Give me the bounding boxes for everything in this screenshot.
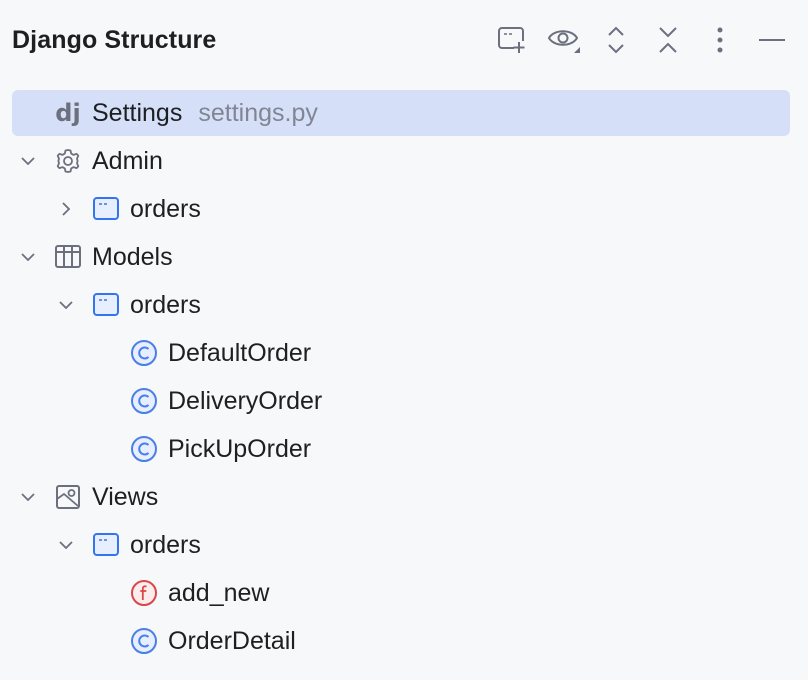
chevron-down-icon[interactable]: [56, 535, 76, 555]
tree-item-filename: settings.py: [198, 98, 318, 127]
new-window-button[interactable]: [494, 22, 530, 58]
tree-item-label: orders: [130, 530, 201, 559]
collapse-all-icon: [659, 27, 677, 53]
class-icon: [130, 435, 158, 463]
tree-item-label: OrderDetail: [168, 626, 296, 655]
django-icon: dj: [55, 99, 81, 127]
tree-item-label: orders: [130, 290, 201, 319]
view-options-button[interactable]: [546, 22, 582, 58]
tree-item-class[interactable]: DefaultOrder: [12, 330, 790, 376]
new-window-icon: [498, 27, 526, 53]
minimize-icon: [759, 39, 785, 41]
tool-window-title: Django Structure: [12, 26, 217, 54]
tree-item-models[interactable]: Models: [12, 234, 790, 280]
module-icon: [92, 195, 120, 223]
tree-item-views[interactable]: Views: [12, 474, 790, 520]
tool-window-header: Django Structure: [0, 0, 808, 84]
view-options-icon: [547, 30, 580, 53]
image-icon: [54, 483, 82, 511]
chevron-right-icon[interactable]: [56, 199, 76, 219]
module-icon: [92, 531, 120, 559]
collapse-all-button[interactable]: [650, 22, 686, 58]
class-icon: [130, 387, 158, 415]
chevron-down-icon[interactable]: [18, 247, 38, 267]
tree-item-views-orders[interactable]: orders: [12, 522, 790, 568]
function-icon: [130, 579, 158, 607]
tree-item-models-orders[interactable]: orders: [12, 282, 790, 328]
class-icon: [130, 339, 158, 367]
tree-item-settings[interactable]: dj Settings settings.py: [12, 90, 790, 136]
tree-item-label: DeliveryOrder: [168, 386, 323, 415]
module-icon: [92, 291, 120, 319]
more-options-icon: [717, 27, 723, 53]
tree-item-label: PickUpOrder: [168, 434, 312, 463]
tree-item-label: Models: [92, 242, 173, 271]
chevron-down-icon[interactable]: [56, 295, 76, 315]
tree-item-class[interactable]: PickUpOrder: [12, 426, 790, 472]
table-icon: [54, 243, 82, 271]
gear-icon: [54, 147, 82, 175]
expand-all-button[interactable]: [598, 22, 634, 58]
chevron-down-icon[interactable]: [18, 487, 38, 507]
tree-item-class[interactable]: OrderDetail: [12, 618, 790, 664]
chevron-down-icon[interactable]: [18, 151, 38, 171]
minimize-button[interactable]: [754, 22, 790, 58]
tree-item-label: Views: [92, 482, 159, 511]
tree-item-label: Settings: [92, 98, 183, 127]
tree-item-label: Admin: [92, 146, 163, 175]
tree-item-label: DefaultOrder: [168, 338, 312, 367]
tree-item-label: add_new: [168, 578, 270, 607]
tree-item-function[interactable]: add_new: [12, 570, 790, 616]
more-options-button[interactable]: [702, 22, 738, 58]
tree-item-class[interactable]: DeliveryOrder: [12, 378, 790, 424]
class-icon: [130, 627, 158, 655]
expand-all-icon: [608, 26, 624, 54]
tree-item-label: orders: [130, 194, 201, 223]
tree-item-admin[interactable]: Admin: [12, 138, 790, 184]
tree-item-admin-orders[interactable]: orders: [12, 186, 790, 232]
